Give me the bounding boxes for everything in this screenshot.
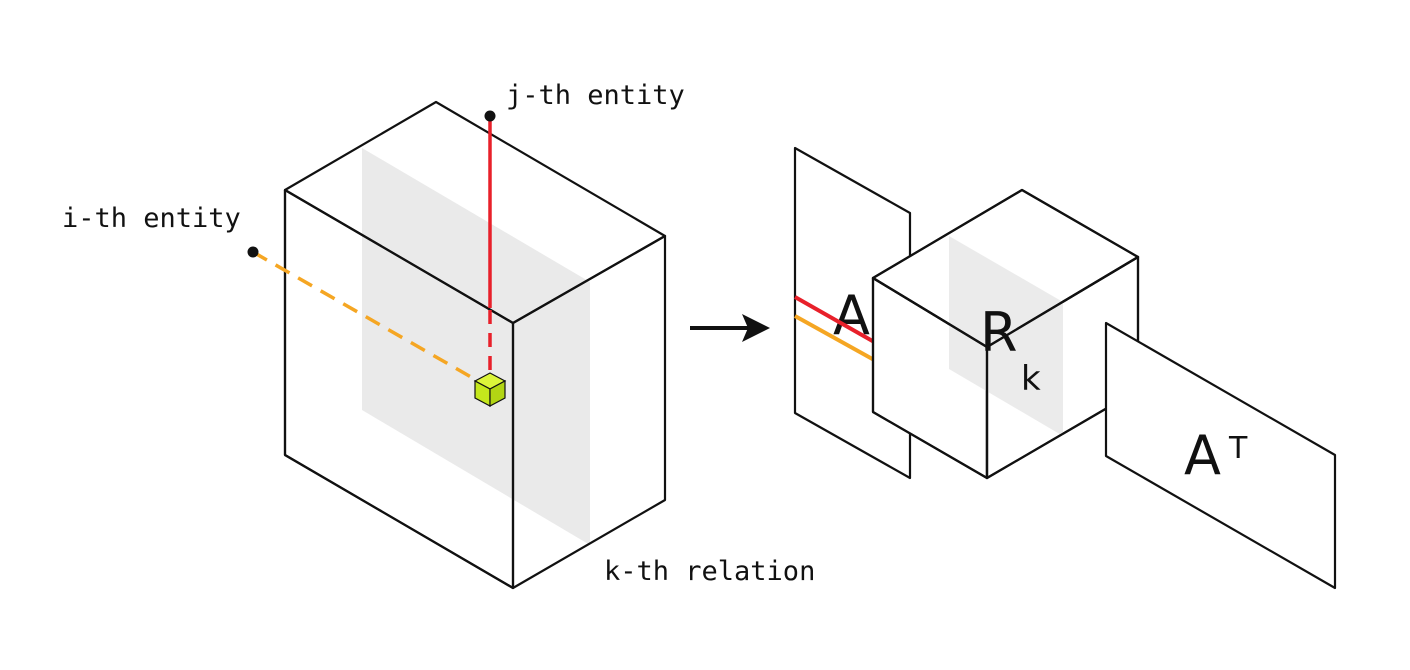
matrix-at-superscript: T <box>1228 431 1248 466</box>
selected-cell-cube <box>473 372 507 407</box>
tensor-cube <box>283 100 667 590</box>
kth-relation-label: k-th relation <box>604 556 815 587</box>
core-tensor-rk: R k <box>871 188 1140 480</box>
matrix-a-orange-row <box>794 314 877 363</box>
ith-entity-label: i-th entity <box>62 203 241 234</box>
ith-entity-indicator <box>247 246 479 383</box>
ith-line-dashed <box>252 250 479 383</box>
matrix-at-label: A <box>1184 424 1221 487</box>
tensor-right-face <box>511 234 667 590</box>
core-label-k: k <box>1021 359 1041 399</box>
jth-entity-indicator <box>484 110 496 380</box>
matrix-at-panel: A T <box>1104 321 1337 590</box>
jth-dot <box>484 110 496 122</box>
ith-dot <box>247 246 259 258</box>
decomposition-arrow <box>690 314 770 342</box>
matrix-a-red-row <box>794 295 877 345</box>
matrix-at-face <box>1104 321 1337 590</box>
jth-entity-label: j-th entity <box>506 80 685 111</box>
core-label-r: R <box>980 301 1018 364</box>
kth-relation-slice <box>362 148 590 545</box>
